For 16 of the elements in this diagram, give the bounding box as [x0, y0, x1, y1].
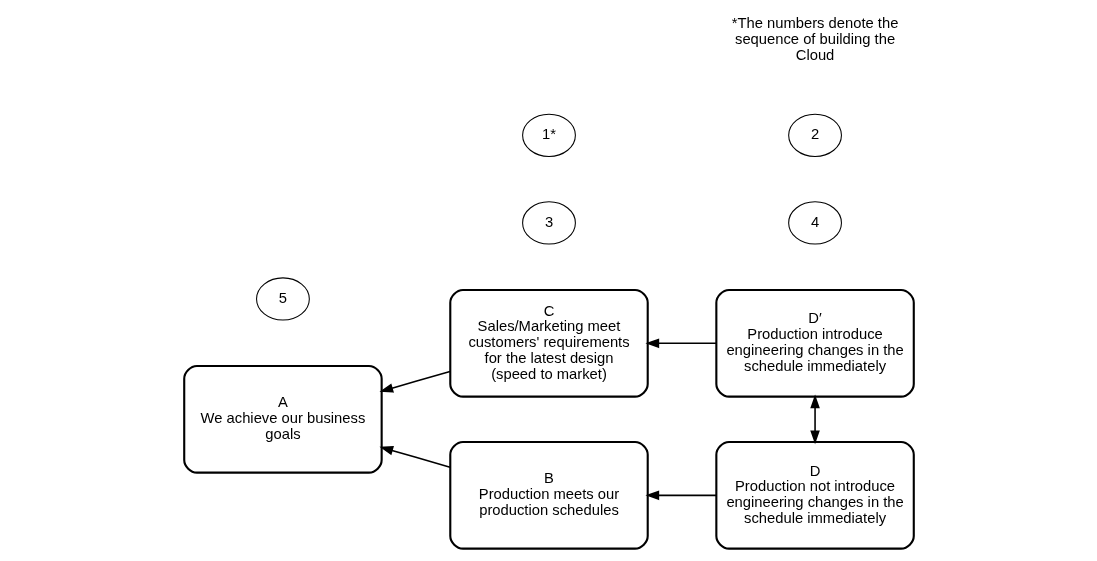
- arrow: [809, 394, 820, 445]
- node-box: D′ Production introduce engineering changes in the schedule immediately: [714, 288, 915, 398]
- arrow: [644, 490, 717, 501]
- node-box: B Production meets our production schedules: [448, 441, 649, 550]
- node-box: D Production not introduce engineering changes in the schedule immediately: [714, 441, 915, 550]
- node-ellipse: 3: [521, 201, 576, 245]
- node-box: A We achieve our business goals: [182, 364, 383, 474]
- node-ellipse: 5: [255, 277, 310, 321]
- node-ellipse: 1*: [521, 113, 576, 157]
- label: *The numbers denote the sequence of building the Cloud: [731, 15, 898, 64]
- node-ellipse: 2: [787, 113, 842, 157]
- node-ellipse: 4: [787, 201, 842, 245]
- node-box: C Sales/Marketing meet customers' requirements for the latest design (speed to market): [448, 288, 649, 398]
- arrow: [378, 446, 451, 468]
- arrow: [644, 338, 717, 349]
- arrow: [378, 370, 451, 393]
